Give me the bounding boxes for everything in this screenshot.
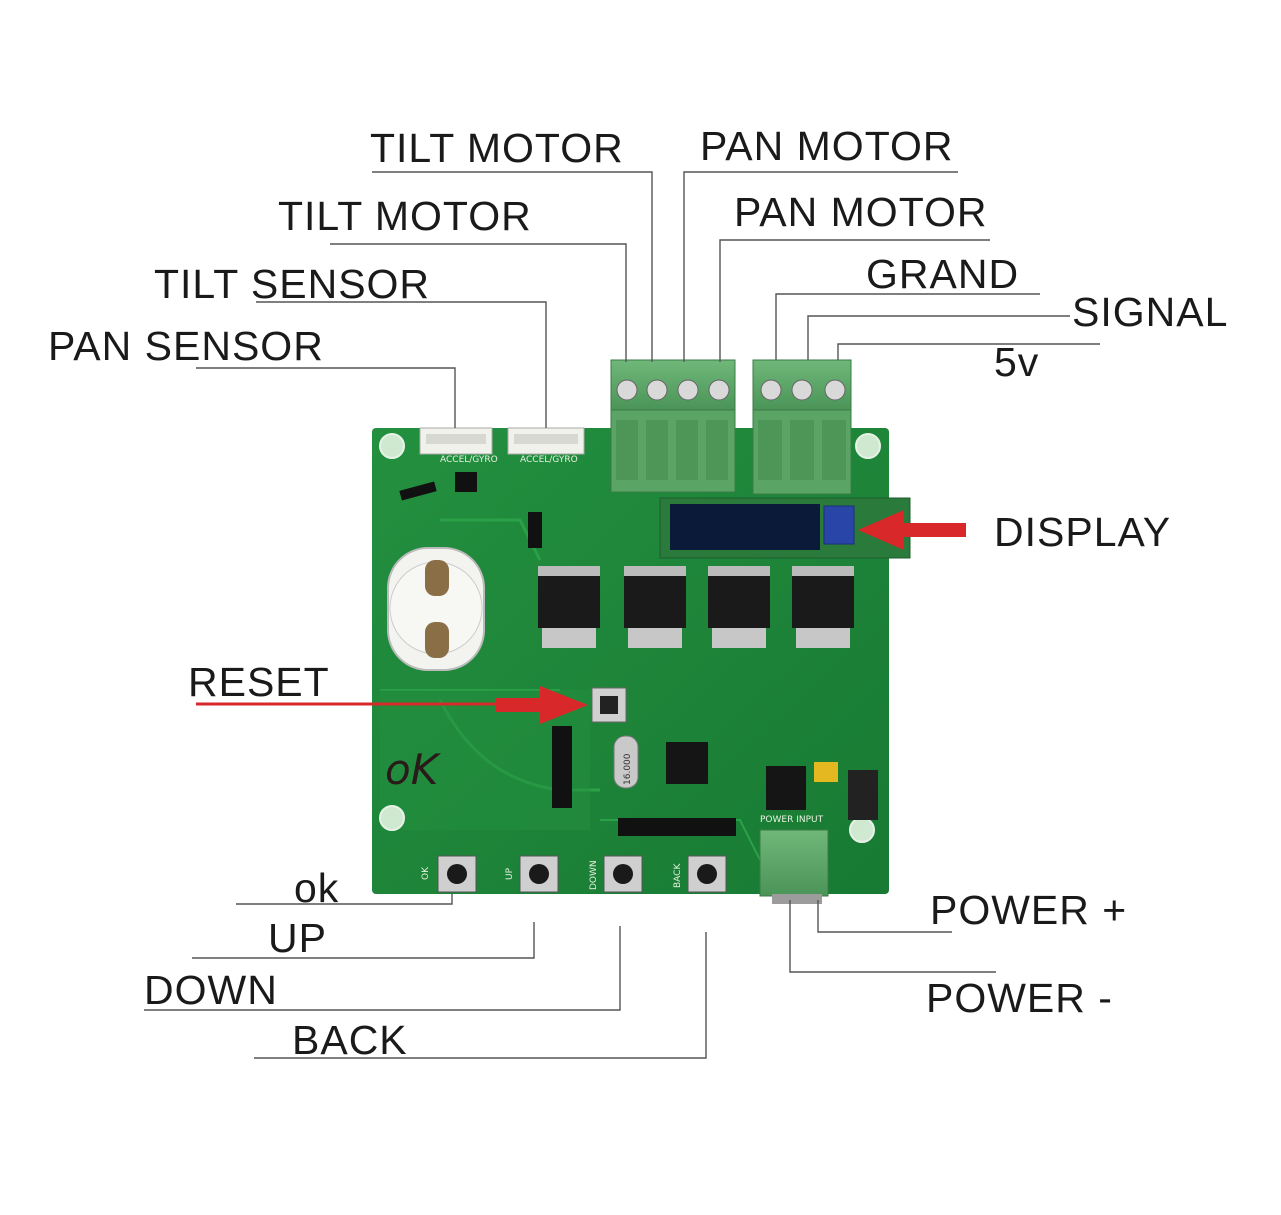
label-ok: ok bbox=[294, 865, 339, 911]
svg-text:ACCEL/GYRO: ACCEL/GYRO bbox=[440, 455, 498, 465]
microcontroller bbox=[666, 742, 708, 784]
label-up: UP bbox=[268, 915, 327, 961]
button-back[interactable]: BACK bbox=[673, 855, 727, 893]
sensor-terminal-block bbox=[752, 359, 852, 495]
label-tilt-motor-1: TILT MOTOR bbox=[370, 125, 624, 171]
label-5v: 5v bbox=[994, 339, 1039, 385]
header-j1 bbox=[528, 512, 542, 548]
label-tilt-motor-2: TILT MOTOR bbox=[278, 193, 532, 239]
label-tilt-sensor: TILT SENSOR bbox=[154, 261, 430, 307]
svg-text:16.000: 16.000 bbox=[623, 753, 633, 785]
label-grand: GRAND bbox=[866, 251, 1019, 297]
svg-text:ACCEL/GYRO: ACCEL/GYRO bbox=[520, 455, 578, 465]
mosfets bbox=[538, 566, 854, 648]
crystal: 16.000 bbox=[613, 735, 639, 789]
header-j8 bbox=[618, 818, 736, 836]
button-down[interactable]: DOWN bbox=[589, 855, 643, 893]
motor-terminal-block bbox=[610, 359, 736, 493]
power-terminal: POWER INPUT bbox=[759, 815, 829, 904]
label-back: BACK bbox=[292, 1017, 408, 1063]
header-j6 bbox=[552, 726, 572, 808]
display-arrow bbox=[858, 510, 966, 550]
label-down: DOWN bbox=[144, 967, 278, 1013]
button-up[interactable]: UP bbox=[505, 855, 559, 893]
sensor-header-pan: ACCEL/GYRO bbox=[419, 427, 498, 465]
sensor-header-tilt: ACCEL/GYRO bbox=[507, 427, 585, 465]
label-pan-sensor: PAN SENSOR bbox=[48, 323, 324, 369]
label-signal: SIGNAL bbox=[1072, 289, 1228, 335]
label-pan-motor-2: PAN MOTOR bbox=[734, 189, 988, 235]
small-ic-q1 bbox=[399, 472, 477, 501]
svg-text:UP: UP bbox=[505, 867, 515, 880]
voltage-regulator bbox=[766, 762, 878, 820]
button-ok[interactable]: OK bbox=[421, 855, 477, 893]
svg-text:POWER INPUT: POWER INPUT bbox=[760, 815, 824, 825]
svg-text:BACK: BACK bbox=[673, 863, 683, 888]
label-power-plus: POWER + bbox=[930, 887, 1127, 933]
oled-display bbox=[659, 497, 911, 559]
handwritten-ok: oK bbox=[385, 745, 442, 794]
label-reset: RESET bbox=[188, 659, 330, 705]
svg-text:OK: OK bbox=[421, 866, 431, 880]
leader-lines bbox=[144, 171, 1100, 1059]
svg-text:DOWN: DOWN bbox=[589, 860, 599, 890]
label-pan-motor-1: PAN MOTOR bbox=[700, 123, 954, 169]
reset-button[interactable] bbox=[591, 687, 627, 723]
label-display: DISPLAY bbox=[994, 509, 1171, 555]
reset-arrow bbox=[196, 686, 588, 724]
label-power-minus: POWER - bbox=[926, 975, 1113, 1021]
battery-holder bbox=[387, 547, 485, 671]
